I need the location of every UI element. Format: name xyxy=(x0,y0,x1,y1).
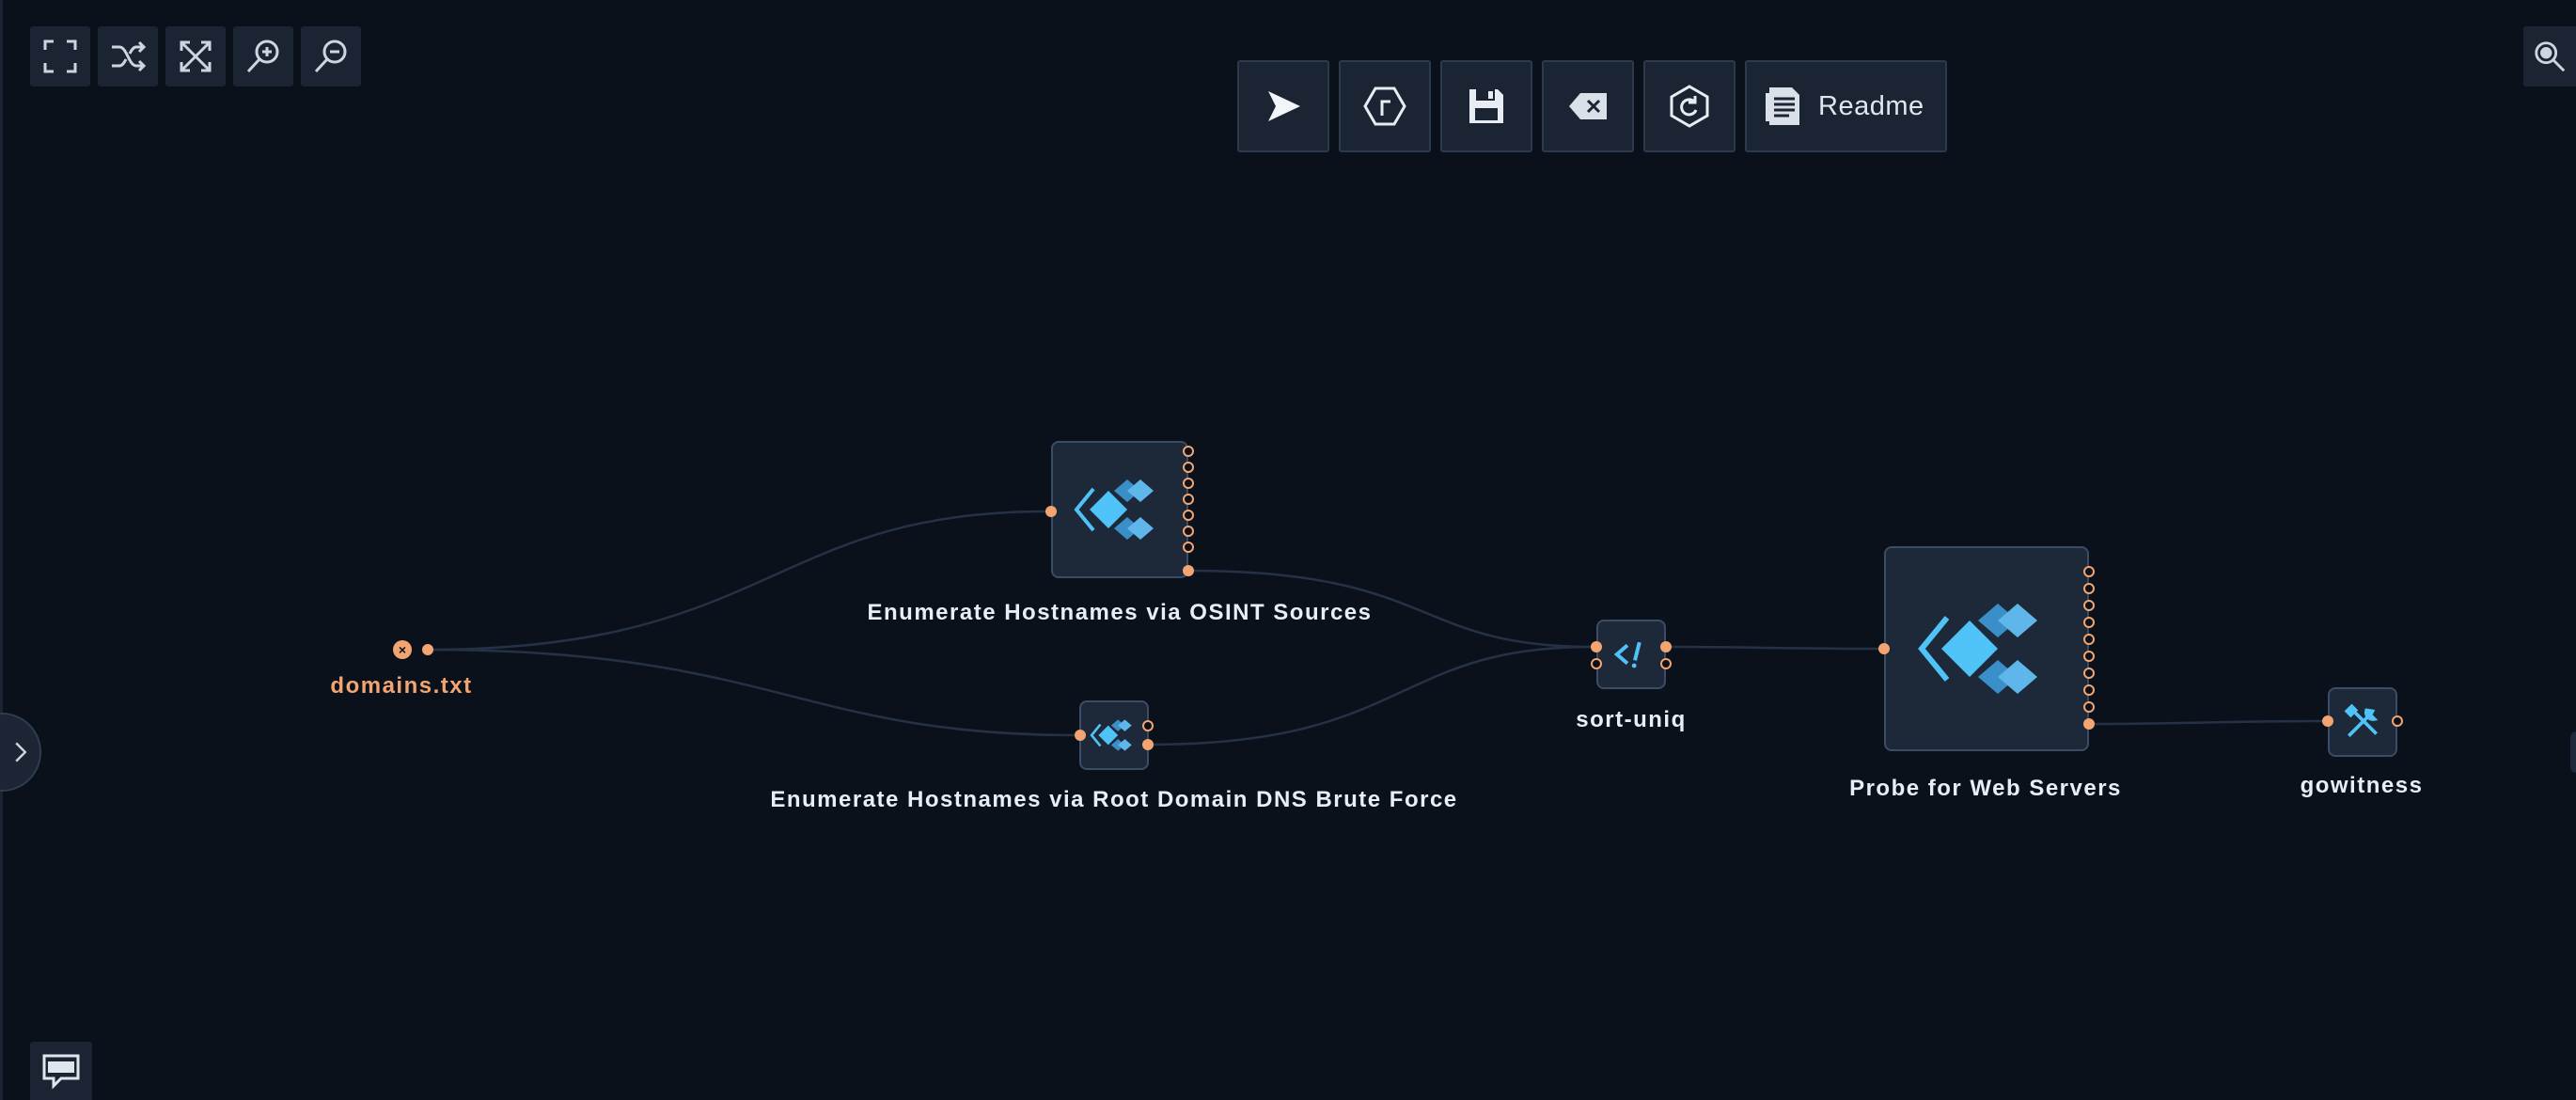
input-port[interactable] xyxy=(1075,730,1086,741)
output-port[interactable] xyxy=(1183,542,1194,553)
output-port[interactable] xyxy=(2083,684,2095,696)
node-gowitness[interactable] xyxy=(2328,687,2397,757)
node-osint-label: Enumerate Hostnames via OSINT Sources xyxy=(867,600,1373,625)
output-port[interactable] xyxy=(2083,566,2095,577)
output-port[interactable] xyxy=(2083,701,2095,713)
reset-button[interactable] xyxy=(1643,60,1736,152)
fit-view-icon xyxy=(180,40,212,72)
input-port[interactable] xyxy=(1878,643,1890,654)
workflow-icon xyxy=(1074,479,1154,540)
edge-probe-to-gowitness xyxy=(2088,719,2325,726)
chat-button[interactable] xyxy=(30,1042,92,1100)
hexagon-icon xyxy=(1363,86,1406,126)
zoom-in-icon xyxy=(246,39,279,73)
node-osint[interactable] xyxy=(1051,441,1188,578)
clear-button[interactable] xyxy=(1542,60,1634,152)
fit-view-button[interactable] xyxy=(165,26,226,86)
output-port[interactable] xyxy=(1591,658,1602,669)
output-port[interactable] xyxy=(1183,494,1194,505)
workflow-icon xyxy=(1918,604,2037,694)
output-port[interactable] xyxy=(1183,510,1194,521)
output-port[interactable] xyxy=(1142,720,1154,731)
edge-input-to-osint xyxy=(427,510,1046,652)
node-sort-label: sort-uniq xyxy=(1576,707,1687,732)
input-port[interactable] xyxy=(1045,506,1057,517)
edge-osint-to-sort xyxy=(1187,569,1594,649)
shuffle-icon xyxy=(112,40,147,72)
node-sort-uniq[interactable] xyxy=(1596,620,1666,689)
save-icon xyxy=(1469,89,1503,123)
code-icon xyxy=(1613,641,1641,668)
output-port[interactable] xyxy=(2083,651,2095,662)
node-probe[interactable] xyxy=(1884,546,2089,751)
output-port[interactable] xyxy=(2083,668,2095,679)
node-probe-label: Probe for Web Servers xyxy=(1849,776,2122,801)
output-port[interactable] xyxy=(1183,565,1194,576)
tools-icon xyxy=(2344,703,2379,737)
output-port[interactable] xyxy=(1183,526,1194,537)
canvas-controls xyxy=(30,26,361,86)
readme-button[interactable]: Readme xyxy=(1745,60,1947,152)
run-button[interactable] xyxy=(1237,60,1329,152)
left-border xyxy=(0,0,3,1100)
edge-brute-to-sort xyxy=(1148,645,1594,746)
node-brute[interactable] xyxy=(1079,700,1149,770)
input-port[interactable] xyxy=(1591,641,1602,652)
hexagon-reset-icon xyxy=(1670,85,1709,128)
readme-label: Readme xyxy=(1818,90,1924,121)
output-port[interactable] xyxy=(2392,715,2403,727)
edge-sort-to-probe xyxy=(1665,645,1881,651)
right-panel-handle[interactable] xyxy=(2570,731,2576,773)
chevron-right-icon xyxy=(15,742,27,762)
output-port[interactable] xyxy=(1142,739,1154,750)
chat-icon xyxy=(42,1054,80,1090)
input-label: domains.txt xyxy=(330,673,473,699)
fullscreen-icon xyxy=(43,39,77,73)
output-port[interactable] xyxy=(1660,641,1672,652)
input-port[interactable] xyxy=(2322,715,2333,727)
zoom-out-button[interactable] xyxy=(301,26,361,86)
output-port[interactable] xyxy=(1660,658,1672,669)
close-icon[interactable]: × xyxy=(398,642,407,657)
search-icon xyxy=(2535,41,2566,72)
fullscreen-button[interactable] xyxy=(30,26,90,86)
output-port[interactable] xyxy=(2083,583,2095,594)
output-port[interactable] xyxy=(2083,634,2095,645)
search-button[interactable] xyxy=(2523,26,2576,86)
zoom-in-button[interactable] xyxy=(233,26,293,86)
document-icon xyxy=(1766,87,1799,125)
add-node-button[interactable] xyxy=(1339,60,1431,152)
save-button[interactable] xyxy=(1440,60,1532,152)
workflow-icon xyxy=(1090,719,1132,751)
output-port[interactable] xyxy=(1183,478,1194,489)
output-port[interactable] xyxy=(2083,600,2095,611)
input-node-domains[interactable]: × xyxy=(393,640,412,659)
output-port[interactable] xyxy=(1183,446,1194,457)
output-port[interactable] xyxy=(2083,617,2095,628)
output-port[interactable] xyxy=(422,644,433,655)
zoom-out-icon xyxy=(314,39,347,73)
play-icon xyxy=(1268,91,1300,121)
backspace-icon xyxy=(1569,93,1607,119)
workflow-toolbar: Readme xyxy=(1237,60,1947,152)
output-port[interactable] xyxy=(2083,718,2095,730)
edge-input-to-brute xyxy=(427,648,1078,737)
node-gowitness-label: gowitness xyxy=(2300,773,2424,798)
node-brute-label: Enumerate Hostnames via Root Domain DNS … xyxy=(770,787,1458,812)
output-port[interactable] xyxy=(1183,462,1194,473)
shuffle-button[interactable] xyxy=(98,26,158,86)
